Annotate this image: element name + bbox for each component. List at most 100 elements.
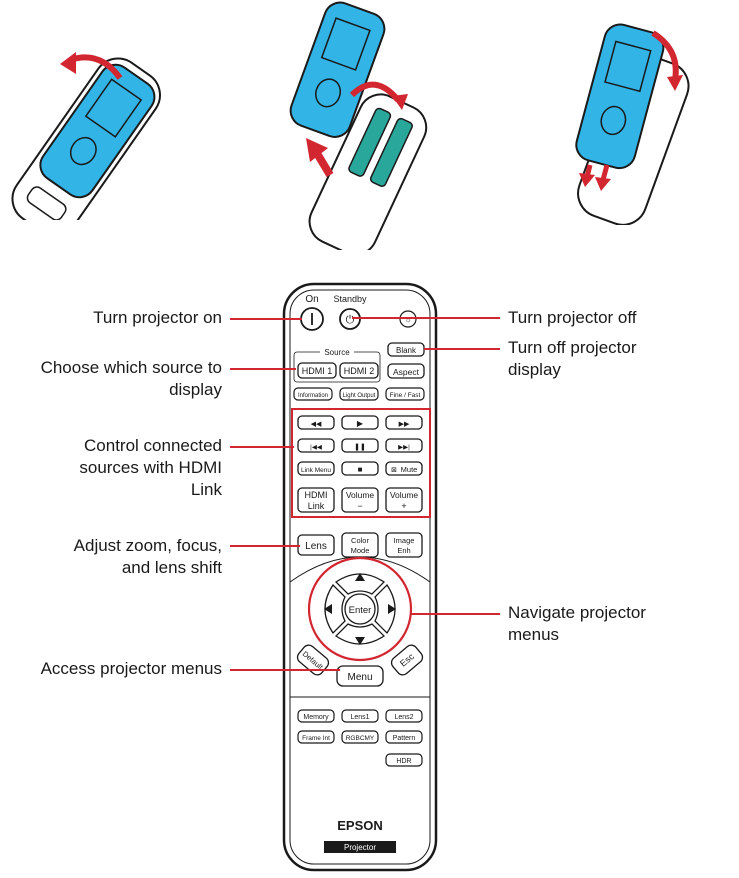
svg-text:Blank: Blank	[396, 346, 417, 355]
svg-text:Light Output: Light Output	[343, 393, 376, 399]
remote-control: On Standby ⏻ ☼ Source HDMI 1 HDMI 2 Blan…	[282, 282, 438, 872]
leader-line-navigate	[411, 613, 500, 615]
leader-line-source	[230, 368, 296, 370]
svg-text:HDMI 1: HDMI 1	[302, 366, 333, 376]
svg-text:▶▶|: ▶▶|	[398, 444, 410, 451]
previous-button[interactable]: |◀◀	[297, 438, 335, 453]
play-button[interactable]: ▶	[341, 415, 379, 430]
hdmi-link-button[interactable]: HDMI Link	[297, 487, 335, 513]
svg-text:Link Menu: Link Menu	[301, 467, 331, 474]
on-label: On	[305, 294, 318, 305]
brand-sub-label: Projector	[344, 843, 376, 852]
battery-cover	[289, 1, 386, 138]
aspect-button[interactable]: Aspect	[387, 363, 425, 379]
svg-text:RGBCMY: RGBCMY	[346, 735, 375, 742]
leader-line-power-off	[352, 317, 500, 319]
svg-text:HDMI: HDMI	[305, 490, 328, 500]
svg-text:−: −	[357, 501, 362, 511]
right-arrow-button[interactable]	[374, 583, 396, 635]
pattern-button[interactable]: Pattern	[385, 730, 423, 744]
battery-step-1-illustration	[11, 52, 161, 220]
rewind-button[interactable]: ◀◀	[297, 415, 335, 430]
svg-text:Menu: Menu	[347, 672, 372, 683]
battery-cover	[39, 63, 156, 199]
svg-text:■: ■	[358, 465, 363, 474]
svg-text:Lens: Lens	[305, 541, 327, 552]
callout-hdmi-link: Control connected sources with HDMI Link	[79, 436, 222, 499]
brand-logo: EPSON	[337, 818, 383, 833]
svg-text:Image: Image	[394, 536, 415, 545]
battery-cover	[575, 23, 665, 170]
up-arrow-button[interactable]	[334, 573, 386, 595]
left-arrow-button[interactable]	[324, 583, 346, 635]
memory-button[interactable]: Memory	[297, 709, 335, 723]
leader-line-power-on	[230, 318, 302, 320]
svg-text:Fine / Fast: Fine / Fast	[390, 392, 421, 399]
svg-text:Mode: Mode	[351, 546, 370, 555]
battery-slot-2	[369, 117, 413, 187]
svg-text:HDR: HDR	[396, 758, 411, 765]
svg-text:Frame Int: Frame Int	[302, 735, 330, 742]
leader-line-menu	[230, 669, 340, 671]
mute-icon: ⊠	[391, 467, 397, 474]
fast-forward-button[interactable]: ▶▶	[385, 415, 423, 430]
svg-text:Color: Color	[351, 536, 369, 545]
svg-text:Volume: Volume	[390, 490, 419, 500]
rgbcmy-button[interactable]: RGBCMY	[341, 730, 379, 744]
hdr-button[interactable]: HDR	[385, 753, 423, 767]
svg-text:Enh: Enh	[397, 546, 410, 555]
callout-source: Choose which source to display	[40, 358, 222, 399]
callout-power-off: Turn projector off	[508, 308, 637, 327]
lens-button[interactable]: Lens	[297, 534, 335, 556]
svg-text:▶▶: ▶▶	[399, 421, 410, 428]
menu-button[interactable]: Menu	[336, 665, 384, 687]
svg-text:HDMI 2: HDMI 2	[344, 366, 375, 376]
leader-line-lens	[230, 545, 300, 547]
illumination-button[interactable]: ☼	[399, 310, 417, 328]
enter-button[interactable]: Enter	[344, 593, 376, 625]
esc-button[interactable]: Esc	[389, 643, 425, 678]
mute-button[interactable]: ⊠ Mute	[385, 461, 423, 476]
frame-int-button[interactable]: Frame Int	[297, 730, 335, 744]
svg-text:Enter: Enter	[349, 605, 372, 616]
source-label: Source	[324, 348, 350, 357]
light-output-button[interactable]: Light Output	[339, 387, 379, 401]
volume-up-button[interactable]: Volume +	[385, 487, 423, 513]
hdmi2-button[interactable]: HDMI 2	[339, 362, 379, 379]
hdmi1-button[interactable]: HDMI 1	[297, 362, 337, 379]
battery-slot-1	[348, 107, 392, 177]
down-arrow-button[interactable]	[334, 623, 386, 645]
power-on-button[interactable]	[300, 307, 324, 331]
svg-text:◀◀: ◀◀	[311, 421, 322, 428]
svg-text:▶: ▶	[357, 419, 364, 428]
svg-text:Pattern: Pattern	[393, 735, 416, 742]
svg-text:Information: Information	[298, 393, 328, 399]
color-mode-button[interactable]: Color Mode	[341, 532, 379, 558]
battery-step-2-illustration	[289, 1, 428, 250]
volume-down-button[interactable]: Volume −	[341, 487, 379, 513]
light-icon: ☼	[404, 315, 411, 324]
image-enh-button[interactable]: Image Enh	[385, 532, 423, 558]
lens2-button[interactable]: Lens2	[385, 709, 423, 723]
callout-menu: Access projector menus	[40, 659, 222, 678]
pause-button[interactable]: ❚❚	[341, 438, 379, 453]
leader-line-hdmi-link	[230, 446, 294, 448]
blank-button[interactable]: Blank	[387, 342, 425, 357]
standby-button[interactable]: ⏻	[339, 308, 361, 330]
lens1-button[interactable]: Lens1	[341, 709, 379, 723]
navigation-ring	[307, 556, 413, 662]
svg-text:Lens2: Lens2	[394, 714, 413, 721]
svg-text:Lens1: Lens1	[350, 714, 369, 721]
fine-fast-button[interactable]: Fine / Fast	[385, 387, 425, 401]
next-button[interactable]: ▶▶|	[385, 438, 423, 453]
power-icon: ⏻	[346, 314, 355, 326]
svg-text:Mute: Mute	[401, 465, 418, 474]
svg-text:Aspect: Aspect	[393, 367, 420, 377]
link-menu-button[interactable]: Link Menu	[297, 461, 335, 476]
svg-text:Memory: Memory	[303, 714, 329, 721]
standby-label: Standby	[333, 294, 367, 304]
stop-button[interactable]: ■	[341, 461, 379, 476]
close-arrow-icon	[651, 30, 679, 81]
information-button[interactable]: Information	[293, 387, 333, 401]
svg-text:❚❚: ❚❚	[354, 443, 366, 451]
